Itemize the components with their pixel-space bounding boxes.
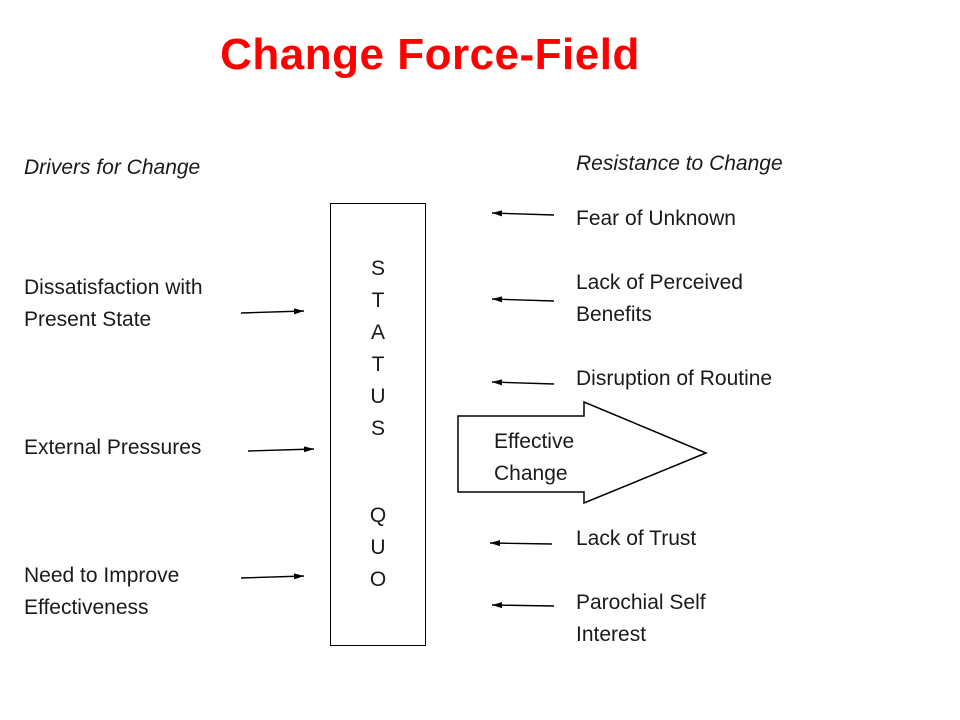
status-quo-letter: U <box>370 536 386 559</box>
resistance-heading: Resistance to Change <box>576 152 783 175</box>
driver-line: Dissatisfaction with <box>24 276 203 299</box>
driver-arrow <box>240 308 305 315</box>
resistance-line: Interest <box>576 623 647 646</box>
status-quo-letter: U <box>370 385 386 408</box>
driver-dissatisfaction: Dissatisfaction with Present State <box>24 272 203 336</box>
resistance-line: Lack of Trust <box>576 527 697 550</box>
resistance-line: Lack of Perceived <box>576 271 743 294</box>
effective-change-label: Effective Change <box>494 426 574 490</box>
resistance-arrow <box>491 210 555 217</box>
effective-change-arrow <box>457 400 708 505</box>
page-title: Change Force-Field <box>220 30 640 79</box>
resistance-fear-of-unknown: Fear of Unknown <box>576 203 736 235</box>
status-quo-letter: T <box>371 353 385 376</box>
status-quo-letter: T <box>371 289 385 312</box>
status-quo-letter: S <box>370 257 385 280</box>
resistance-line: Parochial Self <box>576 591 706 614</box>
driver-line: Effectiveness <box>24 596 149 619</box>
driver-need-to-improve: Need to Improve Effectiveness <box>24 560 179 624</box>
driver-line: External Pressures <box>24 436 202 459</box>
driver-arrow <box>247 446 315 453</box>
status-quo-letter: O <box>369 568 387 591</box>
status-quo-letter: S <box>370 417 385 440</box>
resistance-line: Benefits <box>576 303 652 326</box>
resistance-arrow <box>491 296 555 303</box>
resistance-disruption: Disruption of Routine <box>576 363 772 395</box>
resistance-line: Fear of Unknown <box>576 207 736 230</box>
driver-external-pressures: External Pressures <box>24 432 201 464</box>
status-quo-box <box>330 203 426 646</box>
resistance-lack-of-benefits: Lack of Perceived Benefits <box>576 267 743 331</box>
resistance-arrow <box>491 379 555 386</box>
status-quo-letter: A <box>370 321 385 344</box>
driver-line: Present State <box>24 308 152 331</box>
drivers-heading: Drivers for Change <box>24 156 201 179</box>
resistance-arrow <box>491 602 555 609</box>
effective-change-line: Effective <box>494 430 575 453</box>
driver-arrow <box>240 573 305 580</box>
resistance-parochial: Parochial Self Interest <box>576 587 706 651</box>
resistance-arrow <box>489 540 553 547</box>
status-quo-letter: Q <box>369 504 387 527</box>
resistance-lack-of-trust: Lack of Trust <box>576 523 696 555</box>
resistance-line: Disruption of Routine <box>576 367 773 390</box>
effective-change-line: Change <box>494 462 568 485</box>
driver-line: Need to Improve <box>24 564 180 587</box>
